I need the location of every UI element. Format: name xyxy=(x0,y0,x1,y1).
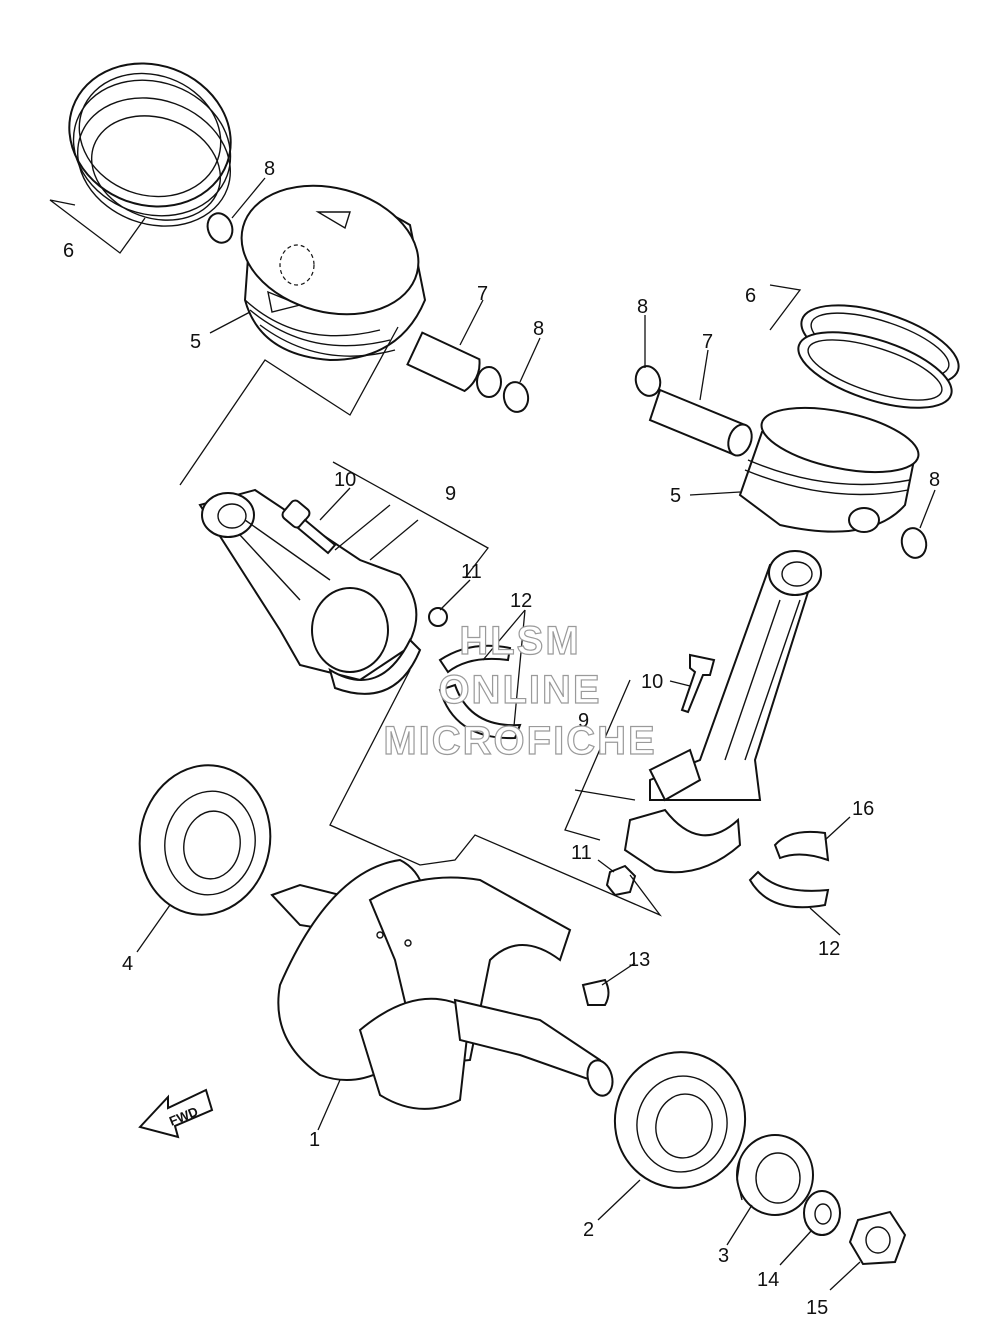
circlip-left-b xyxy=(502,381,530,413)
rod-bearing-right-upper xyxy=(773,830,830,862)
callout-10-right: 10 xyxy=(641,671,663,693)
rod-bolt-left xyxy=(281,499,337,555)
watermark-line-3: MICROFICHE xyxy=(383,719,656,763)
callout-2: 2 xyxy=(583,1219,594,1241)
piston-pin-right xyxy=(648,388,753,457)
assembly-brackets xyxy=(49,199,802,917)
connecting-rod-left xyxy=(198,488,422,695)
callout-7-right: 7 xyxy=(702,331,713,353)
callout-1: 1 xyxy=(309,1129,320,1151)
callout-15: 15 xyxy=(806,1297,828,1319)
main-bearing-right xyxy=(613,1051,747,1189)
callout-14: 14 xyxy=(757,1269,779,1291)
leader-lines xyxy=(136,177,936,1291)
circlip-left-a xyxy=(206,212,234,244)
piston-pin-left xyxy=(406,331,502,398)
callout-4: 4 xyxy=(122,953,133,975)
woodruff-key xyxy=(581,978,610,1006)
callout-16: 16 xyxy=(852,798,874,820)
callout-11-left: 11 xyxy=(461,561,482,583)
callout-7-left: 7 xyxy=(477,283,488,305)
watermark-line-2: ONLINE xyxy=(438,668,601,712)
callout-12-right: 12 xyxy=(818,938,840,960)
piston-rings-left xyxy=(68,62,232,227)
callout-9-right: 9 xyxy=(578,710,589,732)
rod-nut-left xyxy=(428,607,448,627)
callout-6-left: 6 xyxy=(63,240,74,262)
callout-9-left: 9 xyxy=(445,483,456,505)
callout-8-d: 8 xyxy=(929,469,940,491)
nut xyxy=(848,1210,907,1266)
circlip-right-b xyxy=(900,527,928,559)
callout-6-right: 6 xyxy=(745,285,756,307)
callout-8-a: 8 xyxy=(264,158,275,180)
main-bearing-left xyxy=(138,764,272,916)
callout-10-left: 10 xyxy=(334,469,356,491)
callout-5-right: 5 xyxy=(670,485,681,507)
crankshaft xyxy=(270,858,614,1110)
connecting-rod-right xyxy=(623,550,822,874)
callout-12-left: 12 xyxy=(510,590,532,612)
callout-13: 13 xyxy=(628,949,650,971)
rod-bearing-left xyxy=(438,644,522,740)
rod-nut-right xyxy=(605,864,637,897)
callout-5-left: 5 xyxy=(190,331,201,353)
piston-rings-right xyxy=(797,304,960,409)
watermark-line-1: HLSM xyxy=(459,619,580,663)
callout-numbers: 1 2 3 4 5 5 6 6 7 7 8 8 8 8 9 9 10 10 11… xyxy=(63,158,940,1319)
callout-11-right: 11 xyxy=(571,842,592,864)
watermark: HLSM ONLINE MICROFICHE xyxy=(383,618,656,763)
callout-8-b: 8 xyxy=(533,318,544,340)
callout-3: 3 xyxy=(718,1245,729,1267)
circlip-right-a xyxy=(634,365,662,397)
piston-left xyxy=(240,184,427,362)
rod-bolt-right xyxy=(680,653,716,714)
rod-bearing-right-lower xyxy=(748,870,830,909)
primary-drive-gear xyxy=(736,1134,814,1216)
piston-right xyxy=(738,406,920,533)
fwd-direction-arrow: FWD xyxy=(138,1088,214,1139)
washer xyxy=(803,1190,841,1236)
callout-8-c: 8 xyxy=(637,296,648,318)
